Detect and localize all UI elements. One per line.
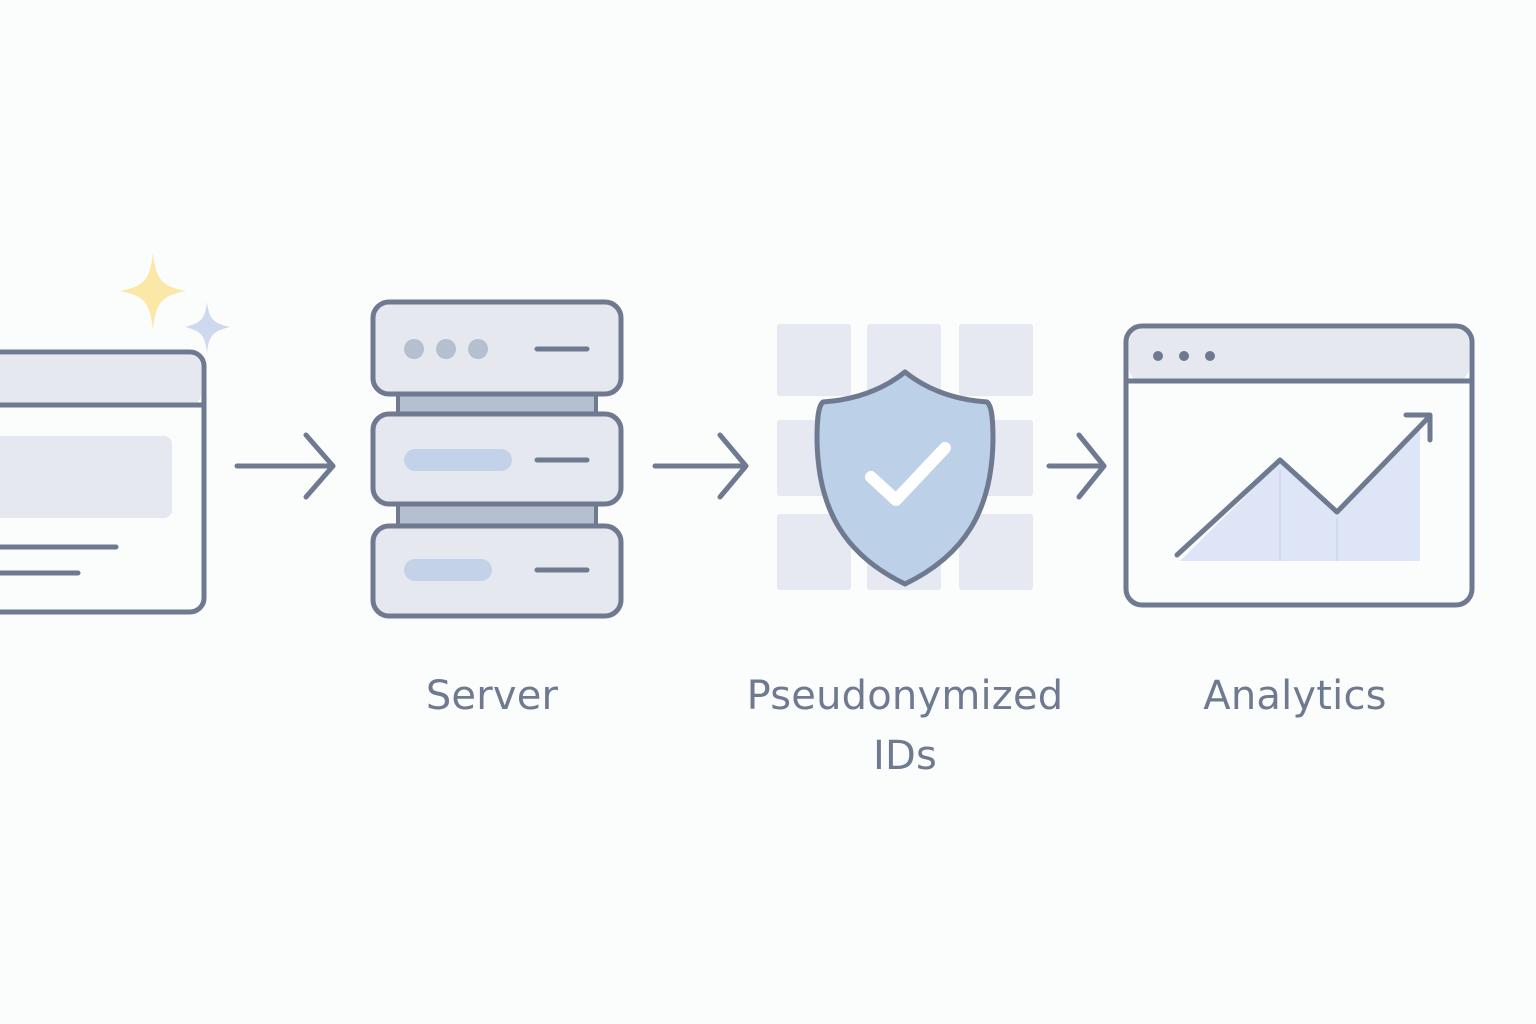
server-label: Server [425,673,559,719]
browser-window-icon [0,349,207,615]
analytics-label: Analytics [1203,673,1387,719]
arrow-right-icon [1046,432,1107,500]
arrow-right-icon [234,432,336,500]
server-stack-icon [370,299,624,619]
sparkle-blue-icon [185,302,230,353]
shield-check-icon [814,369,996,587]
analytics-chart-icon [1123,323,1475,608]
arrow-right-icon [652,432,749,500]
sparkle-yellow-icon [120,253,186,330]
pseudonymized-ids-label: Pseudonymized IDs [746,673,1064,779]
